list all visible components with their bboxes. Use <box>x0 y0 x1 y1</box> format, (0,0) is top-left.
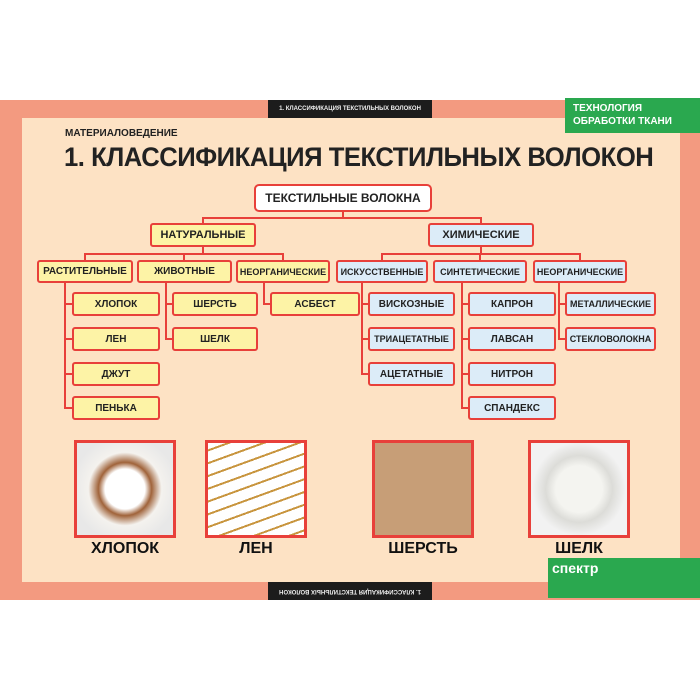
flax-photo <box>205 440 307 538</box>
badge-line: ОБРАБОТКИ ТКАНИ <box>573 116 672 127</box>
photo-caption: ЛЕН <box>239 540 273 557</box>
leaf-node: СПАНДЕКС <box>468 396 556 420</box>
natural-node: НАТУРАЛЬНЫЕ <box>150 223 256 247</box>
silk-photo <box>528 440 630 538</box>
leaf-node: ДЖУТ <box>72 362 160 386</box>
bottom-label: 1. КЛАССИФИКАЦИЯ ТЕКСТИЛЬНЫХ ВОЛОКОН <box>268 582 432 600</box>
leaf-node: ПЕНЬКА <box>72 396 160 420</box>
cotton-photo <box>74 440 176 538</box>
plant-node: РАСТИТЕЛЬНЫЕ <box>37 260 133 283</box>
leaf-node: АЦЕТАТНЫЕ <box>368 362 455 386</box>
photo-caption: ШЕЛК <box>555 540 603 557</box>
connector <box>461 283 468 409</box>
leaf-node: СТЕКЛОВОЛОКНА <box>565 327 656 351</box>
badge-line: ТЕХНОЛОГИЯ <box>573 103 643 114</box>
page-title: 1. КЛАССИФИКАЦИЯ ТЕКСТИЛЬНЫХ ВОЛОКОН <box>64 142 654 172</box>
publisher-footer <box>548 558 700 598</box>
leaf-node: АСБЕСТ <box>270 292 360 316</box>
root-node: ТЕКСТИЛЬНЫЕ ВОЛОКНА <box>254 184 432 212</box>
subject-badge: ТЕХНОЛОГИЯ ОБРАБОТКИ ТКАНИ <box>565 98 700 133</box>
leaf-node: МЕТАЛЛИЧЕСКИЕ <box>565 292 656 316</box>
leaf-node: КАПРОН <box>468 292 556 316</box>
photo-caption: ХЛОПОК <box>90 540 160 557</box>
leaf-node: ХЛОПОК <box>72 292 160 316</box>
connector <box>361 283 368 375</box>
connector <box>202 212 482 223</box>
leaf-node: ТРИАЦЕТАТНЫЕ <box>368 327 455 351</box>
leaf-node: ВИСКОЗНЫЕ <box>368 292 455 316</box>
subject-label: МАТЕРИАЛОВЕДЕНИЕ <box>65 128 178 139</box>
synthetic-node: СИНТЕТИЧЕСКИЕ <box>433 260 527 283</box>
inorganic-chemical-node: НЕОРГАНИЧЕСКИЕ <box>533 260 627 283</box>
leaf-node: ЛАВСАН <box>468 327 556 351</box>
publisher-logo: спектр <box>552 560 599 576</box>
connector <box>165 283 172 340</box>
chemical-node: ХИМИЧЕСКИЕ <box>428 223 534 247</box>
wool-photo <box>372 440 474 538</box>
inorganic-natural-node: НЕОРГАНИЧЕСКИЕ <box>236 260 330 283</box>
connector <box>558 283 565 340</box>
connector <box>381 247 581 260</box>
animal-node: ЖИВОТНЫЕ <box>137 260 232 283</box>
leaf-node: ШЕРСТЬ <box>172 292 258 316</box>
connector <box>84 247 284 260</box>
connector <box>263 283 270 305</box>
leaf-node: ШЕЛК <box>172 327 258 351</box>
photo-caption: ШЕРСТЬ <box>388 540 458 557</box>
top-label: 1. КЛАССИФИКАЦИЯ ТЕКСТИЛЬНЫХ ВОЛОКОН <box>268 100 432 118</box>
connector <box>64 283 72 409</box>
leaf-node: НИТРОН <box>468 362 556 386</box>
artificial-node: ИСКУССТВЕННЫЕ <box>336 260 428 283</box>
leaf-node: ЛЕН <box>72 327 160 351</box>
